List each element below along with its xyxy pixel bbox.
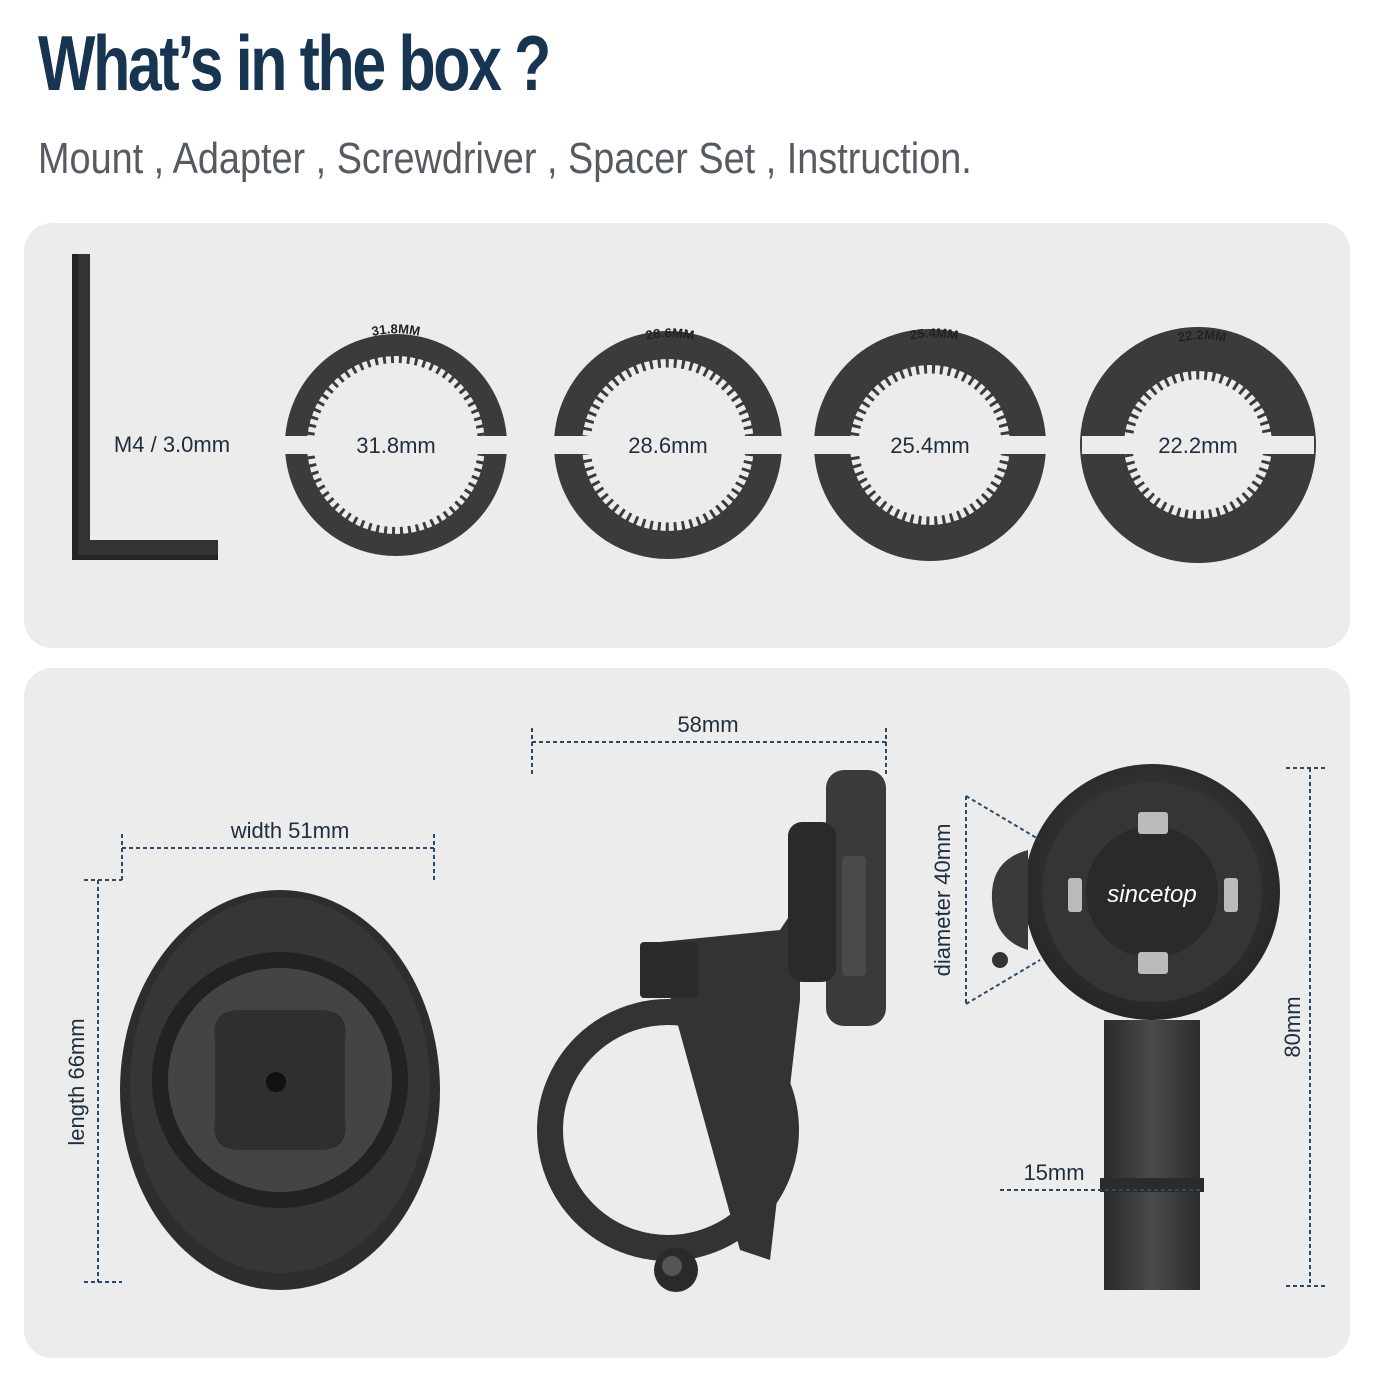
- band-width-label: 15mm: [1023, 1160, 1084, 1185]
- page-title: What’s in the box ?: [38, 19, 551, 107]
- spacer-label: 31.8mm: [356, 433, 435, 458]
- spacer-ring-31-8-icon: [280, 334, 512, 556]
- box-contents-subtitle: Mount , Adapter , Screwdriver , Spacer S…: [38, 134, 972, 183]
- spacer-ring-25-4-icon: [814, 329, 1046, 561]
- length-label: length 66mm: [64, 1018, 89, 1145]
- length-dimension-line: [84, 879, 122, 1283]
- height-label: 80mm: [1280, 996, 1305, 1057]
- diameter-dimension-line: [965, 795, 1041, 1005]
- brand-logo: sincetop: [1107, 881, 1196, 908]
- spacer-label: 28.6mm: [628, 433, 707, 458]
- hex-key-icon: [72, 254, 218, 560]
- spacer-engraving: 28.6MM: [644, 325, 695, 343]
- accessories-panel: [24, 223, 1350, 648]
- spacer-label: 22.2mm: [1158, 433, 1237, 458]
- depth-label: 58mm: [677, 712, 738, 737]
- depth-dimension-line: [531, 728, 887, 776]
- spacer-engraving: 25.4MM: [908, 325, 959, 343]
- diameter-label: diameter 40mm: [930, 824, 955, 977]
- mount-side-view-icon: [537, 770, 886, 1292]
- spacer-ring-22-2-icon: [1080, 327, 1316, 563]
- width-dimension-line: [121, 834, 435, 880]
- mount-top-view-icon: [991, 764, 1280, 1290]
- spacer-engraving: 31.8MM: [370, 321, 421, 339]
- spacer-engraving: 22.2MM: [1176, 327, 1227, 345]
- mount-front-view-icon: [120, 890, 440, 1290]
- hex-key-label: M4 / 3.0mm: [114, 432, 230, 457]
- width-label: width 51mm: [230, 818, 350, 843]
- spacer-ring-28-6-icon: [552, 331, 784, 559]
- height-dimension-line: [1286, 767, 1326, 1287]
- spacer-label: 25.4mm: [890, 433, 969, 458]
